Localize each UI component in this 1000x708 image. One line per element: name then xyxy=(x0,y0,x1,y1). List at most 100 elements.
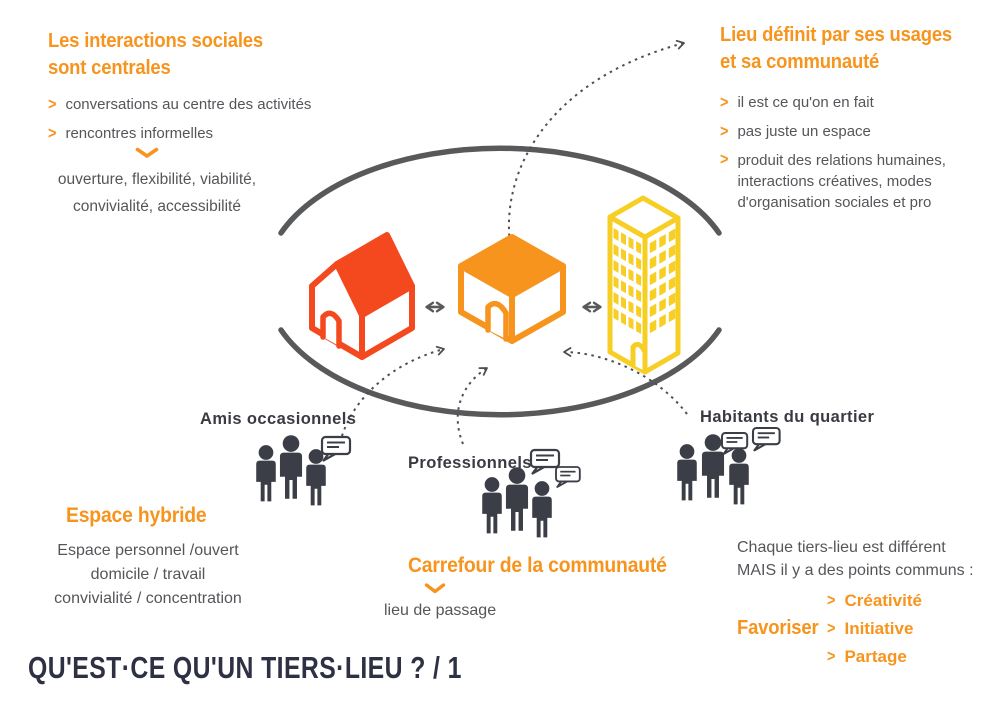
tower-window xyxy=(649,319,657,334)
chevron-right-icon: > xyxy=(720,93,729,113)
tower-windows-right xyxy=(649,228,676,334)
community-crossroads-heading: Carrefour de la communauté xyxy=(408,553,667,577)
usages-heading: Lieu définit par ses usages et sa commun… xyxy=(720,22,952,75)
person-icon xyxy=(729,448,749,505)
house-icon xyxy=(309,232,415,360)
tower-window xyxy=(636,257,642,270)
tower-window xyxy=(628,300,634,314)
tower-window xyxy=(621,296,626,310)
bullet-rencontres: > rencontres informelles xyxy=(48,124,213,144)
tower-window xyxy=(659,266,666,280)
passage-subtext: lieu de passage xyxy=(384,602,497,619)
chevron-right-icon: > xyxy=(827,619,836,639)
tower-window xyxy=(613,228,619,241)
tower-window xyxy=(628,316,634,330)
chevron-right-icon: > xyxy=(720,150,729,170)
chevron-right-icon: > xyxy=(827,591,836,611)
tower-window xyxy=(636,305,642,318)
person-icon xyxy=(279,435,303,499)
third-place-door-arch xyxy=(485,300,509,342)
office-tower-icon xyxy=(607,195,681,375)
point-initiative: > Initiative xyxy=(827,619,913,639)
person-icon xyxy=(306,449,326,506)
tower-window xyxy=(668,308,676,323)
point-partage: > Partage xyxy=(827,647,907,667)
tower-window xyxy=(621,248,626,262)
tower-window xyxy=(668,244,676,259)
bullet-usage-3: > produit des relations humaines, intera… xyxy=(720,150,965,213)
chevron-right-icon: > xyxy=(720,122,729,142)
tower-window xyxy=(659,234,666,248)
tower-window xyxy=(613,244,619,257)
professionals-label: Professionnels xyxy=(408,454,532,472)
person-icon xyxy=(532,481,552,538)
tower-window xyxy=(621,312,626,326)
hybrid-space-heading: Espace hybride xyxy=(66,503,207,527)
chevron-down-icon xyxy=(424,583,446,594)
tower-window xyxy=(613,276,619,289)
speech-bubble-icon xyxy=(320,435,352,462)
person-icon xyxy=(677,444,697,501)
tower-window xyxy=(613,308,619,321)
tower-window xyxy=(636,241,642,254)
tower-window xyxy=(621,232,626,246)
heading-line: sont centrales xyxy=(48,55,171,79)
tower-window xyxy=(659,250,666,264)
tower-window xyxy=(668,260,676,275)
tower-window xyxy=(621,280,626,294)
residents-label: Habitants du quartier xyxy=(700,408,875,426)
tower-window xyxy=(628,284,634,298)
heading-line: Les interactions sociales xyxy=(48,29,263,52)
tower-window xyxy=(649,271,657,286)
hybrid-space-lines: Espace personnel /ouvert domicile / trav… xyxy=(54,542,242,607)
tower-window xyxy=(659,282,666,296)
bullet-conversations: > conversations au centre des activités xyxy=(48,95,311,115)
heading-line: et sa communauté xyxy=(720,49,880,73)
tower-window xyxy=(668,228,676,243)
favoriser-label: Favoriser xyxy=(737,616,819,639)
social-result-text: ouverture, flexibilité, viabilité, convi… xyxy=(57,171,257,215)
tower-window xyxy=(668,276,676,291)
third-place-icon xyxy=(458,234,566,344)
tower-window xyxy=(649,287,657,302)
tower-window xyxy=(621,264,626,278)
tower-window xyxy=(649,239,657,254)
dotted-arrow-professionals-to-hub xyxy=(456,367,488,445)
chevron-down-icon xyxy=(135,147,159,158)
venn-bottom-arc xyxy=(278,327,722,418)
tower-window xyxy=(628,268,634,282)
speech-bubble-icon xyxy=(751,426,781,452)
tower-window xyxy=(628,252,634,266)
tower-door-arch xyxy=(630,341,648,374)
bullet-usage-2: > pas juste un espace xyxy=(720,122,871,142)
tower-window xyxy=(613,292,619,305)
chevron-right-icon: > xyxy=(48,124,57,144)
friends-label: Amis occasionnels xyxy=(200,410,357,428)
chevron-right-icon: > xyxy=(827,647,836,667)
chevron-right-icon: > xyxy=(48,95,57,115)
tower-window xyxy=(636,273,642,286)
social-interactions-heading: Les interactions sociales sont centrales xyxy=(48,28,263,81)
person-icon xyxy=(482,477,502,534)
tower-window xyxy=(659,298,666,312)
tower-window xyxy=(628,236,634,250)
bullet-usage-1: > il est ce qu'on en fait xyxy=(720,93,874,113)
speech-bubble-icon xyxy=(529,448,561,475)
tower-window xyxy=(613,260,619,273)
house-door-arch xyxy=(320,310,342,349)
dotted-arrow-friends-to-hub xyxy=(341,345,445,437)
people-group-residents xyxy=(677,426,781,505)
page-title: QU'EST·CE QU'UN TIERS·LIEU ? / 1 xyxy=(28,650,462,685)
tower-window xyxy=(636,321,642,334)
speech-bubble-icon xyxy=(555,466,581,488)
tower-windows-left xyxy=(613,228,642,334)
people-group-friends xyxy=(256,435,352,506)
common-points-intro: Chaque tiers-lieu est différent MAIS il … xyxy=(737,539,974,579)
venn-top-arc xyxy=(278,145,722,236)
point-creativite: > Créativité xyxy=(827,591,922,611)
tower-window xyxy=(636,289,642,302)
tower-window xyxy=(668,292,676,307)
tower-window xyxy=(649,255,657,270)
tower-window xyxy=(649,303,657,318)
